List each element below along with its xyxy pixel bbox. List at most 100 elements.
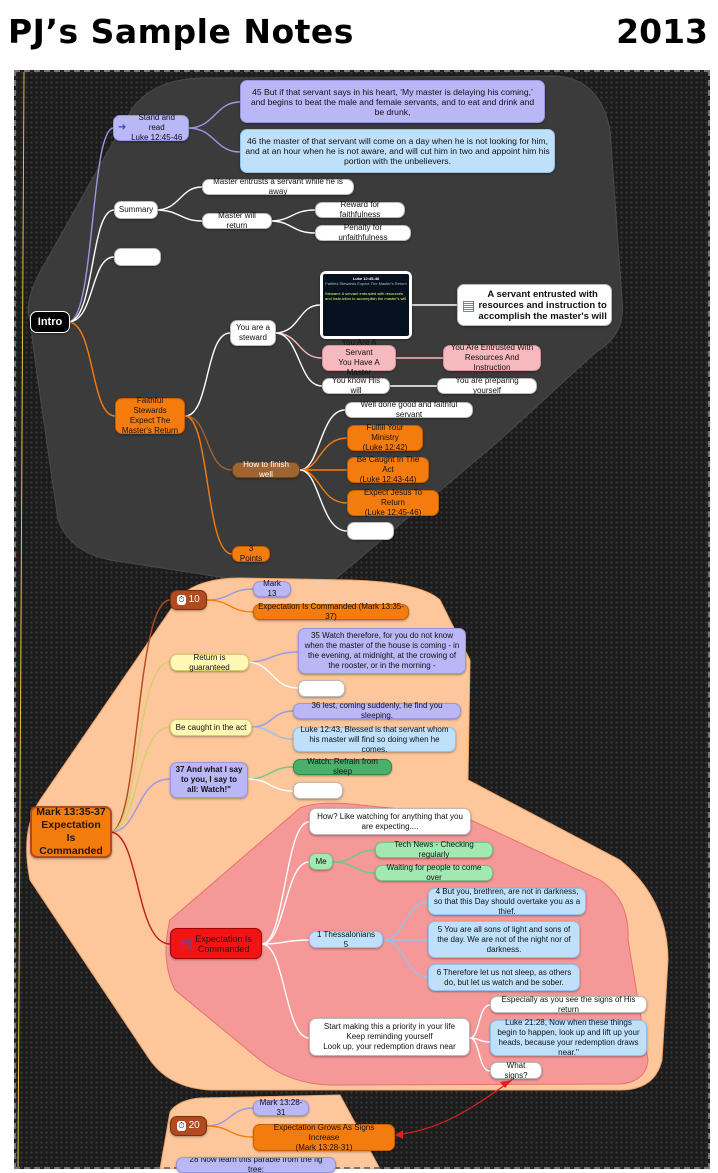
grows-label: Expectation Grows As Signs Increase (Mar… xyxy=(273,1122,375,1152)
luke-2128-text: Luke 21:28, Now when these things begin … xyxy=(497,1018,640,1057)
stopwatch-icon: ⏱ xyxy=(177,1121,186,1131)
entrusted-with-label: You Are Entrusted With Resources And Ins… xyxy=(450,343,534,372)
mark13-node[interactable]: Mark 13 xyxy=(253,579,291,598)
marker-20-node[interactable]: ⏱20 xyxy=(170,1116,207,1136)
expect-label: Expect Jesus To Return (Luke 12:45-46) xyxy=(363,488,423,517)
empty-node-37[interactable] xyxy=(293,782,343,799)
luke-2128-node[interactable]: Luke 21:28, Now when these things begin … xyxy=(490,1018,647,1057)
preparing-node[interactable]: You are preparing yourself xyxy=(437,376,537,395)
mark-1328-node[interactable]: Mark 13:28-31 xyxy=(253,1098,309,1117)
marker-20-label: 20 xyxy=(188,1120,200,1131)
reward-node[interactable]: Reward for faithfulness xyxy=(315,200,405,219)
intro-root-node[interactable]: Intro xyxy=(30,311,70,333)
thess-4-node[interactable]: 4 But you, brethren, are not in darkness… xyxy=(428,886,586,916)
return-guaranteed-label: Return is guaranteed xyxy=(189,652,230,672)
grows-node[interactable]: Expectation Grows As Signs Increase (Mar… xyxy=(253,1122,395,1152)
caught-in-act-node[interactable]: Be caught in the act xyxy=(170,719,252,736)
expectation-red-label: Expectation Is Commanded xyxy=(195,933,252,954)
verse-37-text: 37 And what I say to you, I say to all: … xyxy=(175,765,243,794)
penalty-node[interactable]: Penalty for unfaithfulness xyxy=(315,223,411,242)
me-node[interactable]: Me xyxy=(309,853,333,870)
definition-label: A servant entrusted with resources and i… xyxy=(478,288,607,322)
expect-cmd-label: Expectation Is Commanded (Mark 13:35-37) xyxy=(258,602,404,621)
you-are-steward-label: You are a steward xyxy=(236,323,270,342)
verse-36-node[interactable]: 36 lest, coming suddenly, he find you sl… xyxy=(293,701,461,720)
three-points-node[interactable]: 3 Points xyxy=(232,544,270,563)
verse-35-node[interactable]: 35 Watch therefore, for you do not know … xyxy=(298,628,466,674)
thess-4-text: 4 But you, brethren, are not in darkness… xyxy=(433,886,581,916)
entrusts-node[interactable]: Master entrusts a servant while he is aw… xyxy=(202,177,354,196)
empty-node-35[interactable] xyxy=(298,680,345,697)
slide-body: Steward: A servant entrusted with resour… xyxy=(325,291,407,301)
verse-45-text: 45 But if that servant says in his heart… xyxy=(250,86,535,117)
three-points-label: 3 Points xyxy=(239,544,263,563)
verse-45-node[interactable]: 45 But if that servant says in his heart… xyxy=(240,80,545,123)
luke-1243-text: Luke 12:43, Blessed is that servant whom… xyxy=(300,724,449,754)
what-signs-node[interactable]: What signs? xyxy=(490,1060,542,1080)
verse-28-node[interactable]: 28 Now learn this parable from the fig t… xyxy=(176,1157,336,1173)
definition-node[interactable]: ▤A servant entrusted with resources and … xyxy=(457,284,612,326)
faithful-stewards-node[interactable]: Faithful Stewards Expect The Master's Re… xyxy=(115,396,185,435)
how-like-node[interactable]: How? Like watching for anything that you… xyxy=(309,808,471,835)
waiting-node[interactable]: Waiting for people to come over xyxy=(375,863,493,882)
page-header: PJ’s Sample Notes 2013 xyxy=(0,0,718,62)
slide-title: Luke 12:45-46 xyxy=(352,276,380,281)
expect-cmd-node[interactable]: Expectation Is Commanded (Mark 13:35-37) xyxy=(253,602,409,621)
mark-root-node[interactable]: Mark 13:35-37 Expectation Is Commanded xyxy=(30,806,112,858)
caught-in-act-label: Be caught in the act xyxy=(175,722,247,732)
expectation-red-node[interactable]: ▤Expectation Is Commanded xyxy=(170,928,262,959)
mark-1328-label: Mark 13:28-31 xyxy=(259,1098,303,1117)
know-his-will-label: You know His will xyxy=(331,376,381,395)
start-making-label: Start making this a priority in your lif… xyxy=(323,1022,456,1051)
empty-node-intro[interactable] xyxy=(114,248,161,266)
well-done-node[interactable]: Well done good and faithful servant xyxy=(345,400,473,419)
verse-28-text: 28 Now learn this parable from the fig t… xyxy=(189,1157,323,1173)
servant-master-label: You Are A Servant You Have A Master xyxy=(338,338,380,377)
slideshow-icon: ▤ xyxy=(462,296,476,313)
refrain-node[interactable]: Watch: Refrain from sleep xyxy=(293,757,392,776)
caught-node[interactable]: Be Caught In The Act (Luke 12:43-44) xyxy=(347,455,429,484)
servant-master-node[interactable]: You Are A Servant You Have A Master xyxy=(322,338,396,377)
fulfill-label: Fulfill Your Ministry (Luke 12:42) xyxy=(362,423,408,452)
thess-5-node[interactable]: 5 You are all sons of light and sons of … xyxy=(428,921,580,958)
caught-label: Be Caught In The Act (Luke 12:43-44) xyxy=(356,455,420,484)
how-to-finish-label: How to finish well xyxy=(243,460,289,479)
reward-label: Reward for faithfulness xyxy=(339,200,381,219)
how-to-finish-node[interactable]: How to finish well xyxy=(232,460,300,479)
penalty-label: Penalty for unfaithfulness xyxy=(338,223,388,242)
empty-node-finish[interactable] xyxy=(347,522,394,540)
start-making-node[interactable]: Start making this a priority in your lif… xyxy=(309,1018,470,1056)
verse-37-node[interactable]: 37 And what I say to you, I say to all: … xyxy=(170,762,248,798)
tech-news-node[interactable]: Tech News - Checking regularly xyxy=(375,840,493,859)
you-are-steward-node[interactable]: You are a steward xyxy=(230,320,276,346)
page-title: PJ’s Sample Notes xyxy=(8,12,354,51)
return-guaranteed-node[interactable]: Return is guaranteed xyxy=(170,652,249,672)
me-label: Me xyxy=(315,856,327,866)
thess-label: 1 Thessalonians 5 xyxy=(316,929,376,949)
summary-label: Summary xyxy=(118,205,154,214)
slideshow-icon: ▤ xyxy=(180,935,193,951)
luke-1243-node[interactable]: Luke 12:43, Blessed is that servant whom… xyxy=(293,724,456,754)
thess-6-text: 6 Therefore let us not sleep, as others … xyxy=(436,967,572,987)
verse-46-node[interactable]: 46 the master of that servant will come … xyxy=(240,129,555,173)
entrusted-with-node[interactable]: You Are Entrusted With Resources And Ins… xyxy=(443,343,541,372)
will-return-label: Master will return xyxy=(218,211,256,230)
verse-35-text: 35 Watch therefore, for you do not know … xyxy=(304,631,460,670)
thess-node[interactable]: 1 Thessalonians 5 xyxy=(309,929,383,949)
especially-node[interactable]: Especially as you see the signs of His r… xyxy=(490,995,647,1014)
marker-10-node[interactable]: ⏱10 xyxy=(170,590,207,610)
summary-node[interactable]: Summary xyxy=(114,201,158,219)
fulfill-node[interactable]: Fulfill Your Ministry (Luke 12:42) xyxy=(347,423,423,452)
entrusts-label: Master entrusts a servant while he is aw… xyxy=(213,177,343,196)
expect-node[interactable]: Expect Jesus To Return (Luke 12:45-46) xyxy=(347,488,439,517)
mark13-label: Mark 13 xyxy=(263,579,281,598)
stand-and-read-node[interactable]: ➜Stand and read Luke 12:45-46 xyxy=(113,113,189,142)
thess-6-node[interactable]: 6 Therefore let us not sleep, as others … xyxy=(428,964,580,991)
slide-image[interactable]: Luke 12:45-46 Faithful Stewards Expect T… xyxy=(320,271,412,339)
stopwatch-icon: ⏱ xyxy=(177,595,186,605)
know-his-will-node[interactable]: You know His will xyxy=(322,376,390,395)
will-return-node[interactable]: Master will return xyxy=(202,211,272,230)
how-like-label: How? Like watching for anything that you… xyxy=(317,811,463,831)
what-signs-label: What signs? xyxy=(504,1060,528,1080)
slide-image-inner: Luke 12:45-46 Faithful Stewards Expect T… xyxy=(323,274,409,336)
